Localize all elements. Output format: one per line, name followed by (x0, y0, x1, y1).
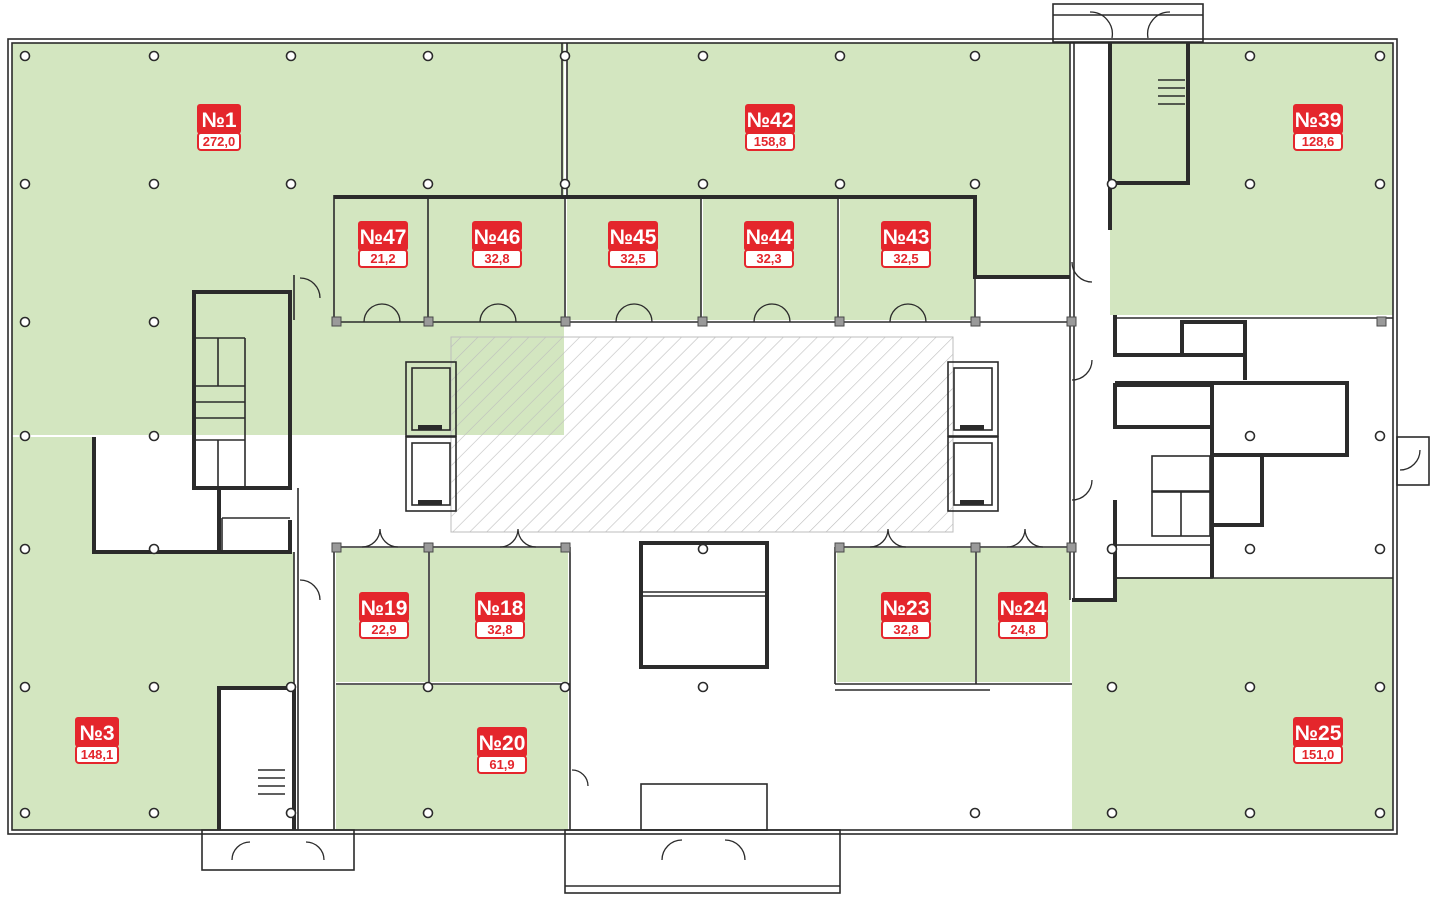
unit-area: 158,8 (754, 134, 787, 149)
unit-area: 148,1 (81, 747, 114, 762)
unit-label-39[interactable]: №39 128,6 (1293, 104, 1343, 151)
unit-number: №42 (747, 109, 794, 132)
elevators-left (405, 361, 457, 512)
unit-area: 32,8 (484, 251, 509, 266)
unit-number: №45 (610, 226, 657, 249)
unit-label-45[interactable]: №45 32,5 (608, 221, 658, 268)
unit-area-box (881, 249, 931, 268)
unit-label-badge (475, 592, 525, 622)
unit-label-badge (358, 221, 408, 251)
unit-area-box (881, 620, 931, 639)
unit-area: 128,6 (1302, 134, 1335, 149)
unit-area-box (744, 249, 794, 268)
unit-area: 151,0 (1302, 747, 1335, 762)
elevators-right (947, 361, 999, 512)
unit-label-badge (745, 104, 795, 134)
stairs (258, 79, 1185, 795)
unit-label-42[interactable]: №42 158,8 (745, 104, 795, 151)
unit-area: 32,5 (893, 251, 918, 266)
unit-area-box (477, 755, 527, 774)
unit-area-box (359, 620, 409, 639)
unit-number: №19 (361, 597, 408, 620)
unit-area-box (1293, 132, 1343, 151)
unit-label-badge (1293, 104, 1343, 134)
unit-label-46[interactable]: №46 32,8 (472, 221, 522, 268)
unit-number: №44 (746, 226, 793, 249)
unit-label-badge (881, 221, 931, 251)
unit-labels: №1 272,0 №42 158,8 №39 128,6 №47 21,2 №46 32,8 №45… (75, 104, 1343, 774)
unit-area: 272,0 (203, 134, 236, 149)
unit-label-badge (608, 221, 658, 251)
unit-label-25[interactable]: №25 151,0 (1293, 717, 1343, 764)
unit-area-box (472, 249, 522, 268)
unit-area: 24,8 (1010, 622, 1035, 637)
square-pillars (331, 316, 1387, 553)
unit-number: №46 (474, 226, 521, 249)
atrium-void (450, 336, 954, 533)
unit-area: 32,5 (620, 251, 645, 266)
unit-42-area-ext (975, 190, 1070, 277)
unit-label-badge (744, 221, 794, 251)
unit-area-box (75, 745, 119, 764)
unit-label-badge (998, 592, 1048, 622)
unit-area-box (197, 132, 241, 151)
unit-20-area[interactable] (336, 685, 568, 830)
unit-label-badge (477, 727, 527, 757)
unit-42-area[interactable] (567, 43, 1070, 195)
doors (231, 11, 1421, 861)
unit-label-badge (881, 592, 931, 622)
unit-label-badge (359, 592, 409, 622)
unit-label-19[interactable]: №19 22,9 (359, 592, 409, 639)
unit-area: 22,9 (371, 622, 396, 637)
unit-label-47[interactable]: №47 21,2 (358, 221, 408, 268)
unit-25-area[interactable] (1072, 578, 1393, 830)
unit-label-badge (472, 221, 522, 251)
unit-area: 32,8 (893, 622, 918, 637)
unit-label-badge (1293, 717, 1343, 747)
unit-label-24[interactable]: №24 24,8 (998, 592, 1048, 639)
unit-number: №24 (1000, 597, 1047, 620)
unit-number: №43 (883, 226, 930, 249)
unit-area-box (475, 620, 525, 639)
unit-number: №23 (883, 597, 930, 620)
unit-number: №25 (1295, 722, 1342, 745)
unit-label-badge (197, 104, 241, 134)
unit-area-box (745, 132, 795, 151)
unit-area: 21,2 (370, 251, 395, 266)
unit-number: №20 (479, 732, 526, 755)
unit-label-43[interactable]: №43 32,5 (881, 221, 931, 268)
rented-areas (12, 43, 1393, 830)
unit-number: №39 (1295, 109, 1342, 132)
unit-3-area[interactable] (12, 437, 294, 830)
unit-label-20[interactable]: №20 61,9 (477, 727, 527, 774)
unit-area: 32,8 (487, 622, 512, 637)
walls (7, 3, 1430, 894)
unit-label-1[interactable]: №1 272,0 (197, 104, 241, 151)
unit-number: №18 (477, 597, 524, 620)
unit-area-box (1293, 745, 1343, 764)
unit-area-box (608, 249, 658, 268)
unit-area-box (998, 620, 1048, 639)
unit-area: 32,3 (756, 251, 781, 266)
unit-label-23[interactable]: №23 32,8 (881, 592, 931, 639)
unit-number: №3 (79, 722, 114, 745)
unit-label-18[interactable]: №18 32,8 (475, 592, 525, 639)
unit-number: №47 (360, 226, 407, 249)
unit-label-44[interactable]: №44 32,3 (744, 221, 794, 268)
unit-area-box (358, 249, 408, 268)
unit-label-badge (75, 717, 119, 747)
columns (19, 50, 1386, 819)
unit-number: №1 (201, 109, 236, 132)
unit-area: 61,9 (489, 757, 514, 772)
unit-label-3[interactable]: №3 148,1 (75, 717, 119, 764)
